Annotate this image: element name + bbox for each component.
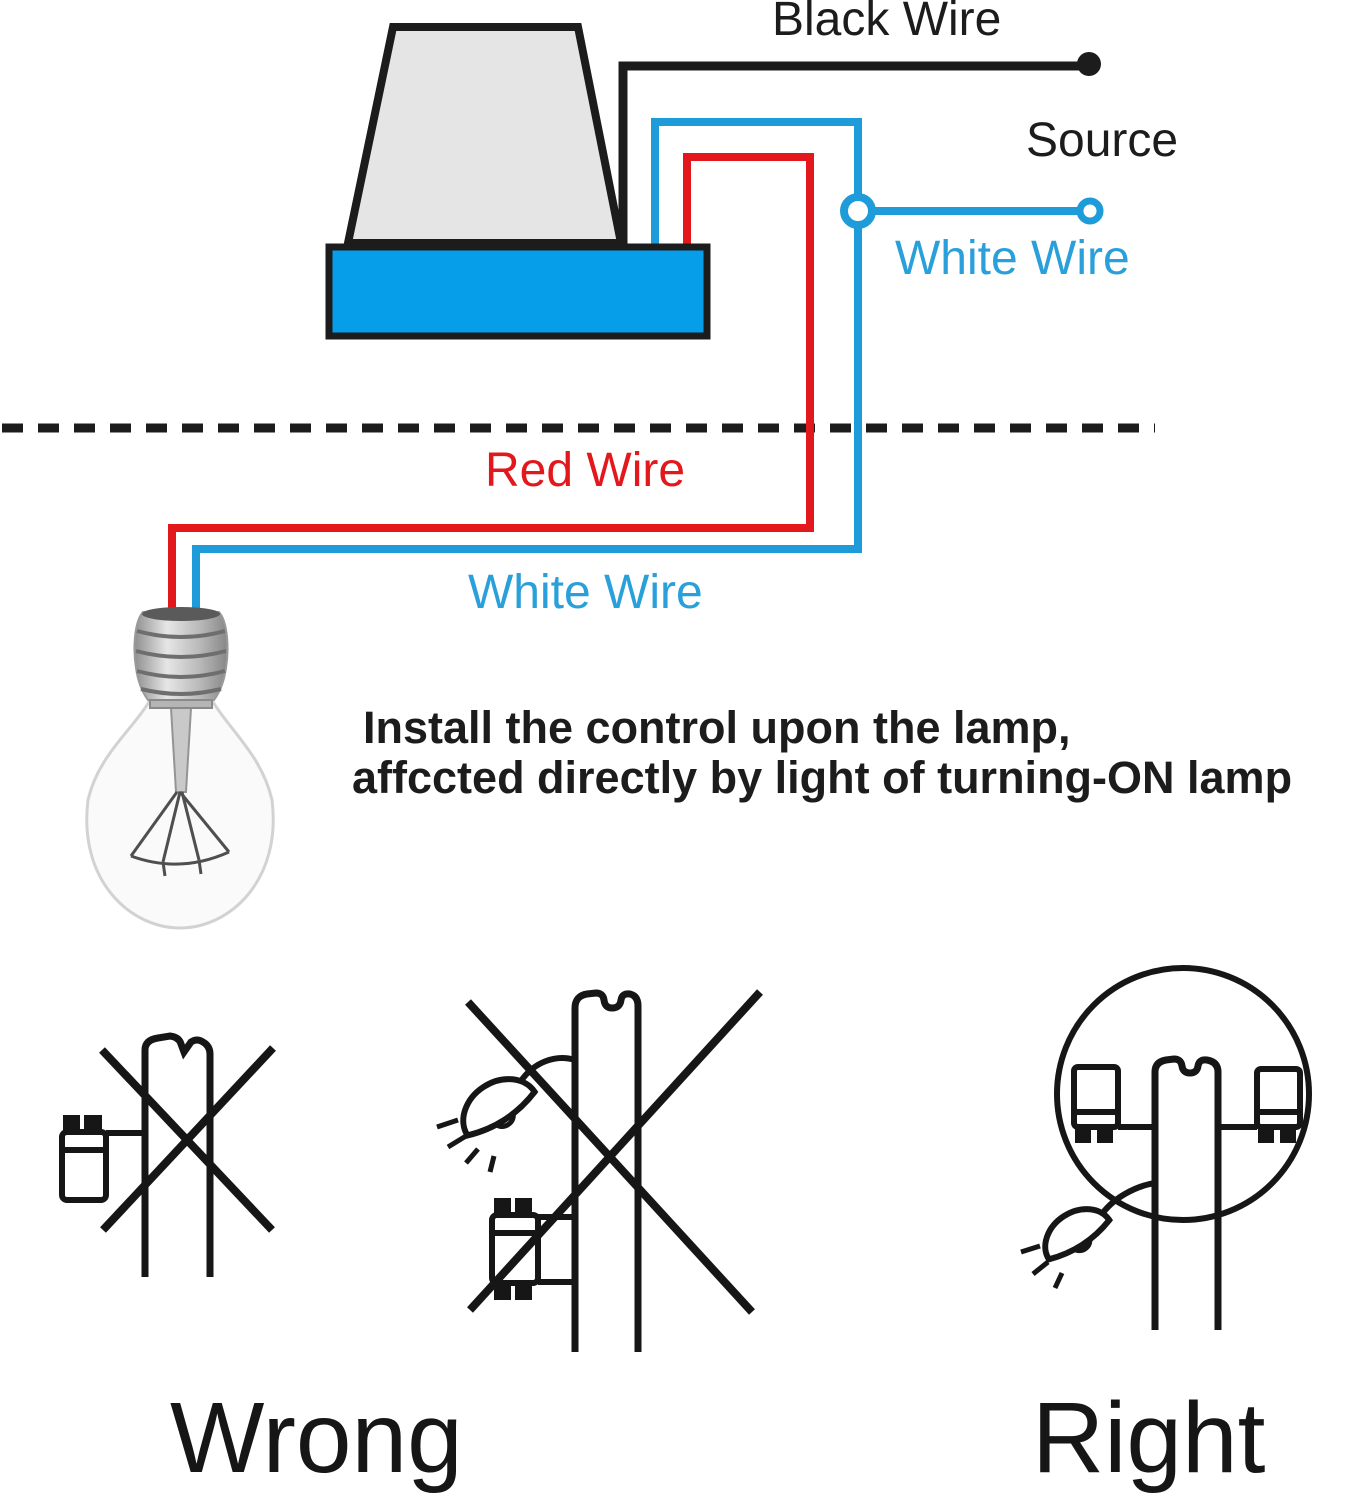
control-box-icon xyxy=(1071,1064,1155,1143)
white-wire-line xyxy=(192,118,1104,614)
photocell-sensor-icon xyxy=(325,23,711,340)
red-wire-label: Red Wire xyxy=(485,444,686,497)
wrong-label: Wrong xyxy=(170,1382,463,1494)
lamp-arm xyxy=(518,1055,576,1083)
installation-note-line2: affccted directly by light of turning-ON… xyxy=(352,752,1293,803)
source-terminal-ring xyxy=(1076,197,1104,225)
pole-icon xyxy=(1151,1055,1222,1330)
lamp-head-icon xyxy=(460,1076,539,1139)
pole-icon xyxy=(571,989,642,1352)
bulb-filament xyxy=(129,791,231,877)
bulb-cap-top xyxy=(142,607,220,621)
approved-circle-icon xyxy=(1054,965,1312,1223)
source-terminal-dot xyxy=(1077,52,1101,76)
cross-mark-icon xyxy=(465,989,763,1315)
lamp-head-icon xyxy=(1042,1206,1113,1263)
red-wire-line xyxy=(168,153,814,614)
control-box-icon xyxy=(1218,1066,1303,1143)
sensor-base xyxy=(325,243,711,340)
black-wire-label: Black Wire xyxy=(772,0,1002,46)
white-wire-lamp-label: White Wire xyxy=(468,566,703,619)
control-box-icon xyxy=(489,1198,575,1300)
control-box-icon xyxy=(59,1115,145,1203)
wrong-pole-below-lamp xyxy=(436,989,763,1352)
bulb-cap-threads xyxy=(135,629,227,696)
right-pole-above-lamp xyxy=(1020,965,1312,1330)
light-bulb-icon xyxy=(85,607,275,930)
light-rays xyxy=(436,1117,497,1173)
installation-note-line1: Install the control upon the lamp, xyxy=(363,702,1071,753)
installation-note: Install the control upon the lamp, affcc… xyxy=(352,703,1292,803)
wire-junction-ring xyxy=(840,193,876,229)
right-label: Right xyxy=(1032,1382,1266,1494)
bulb-glass xyxy=(85,700,275,930)
black-wire-line xyxy=(618,52,1101,250)
wrong-pole-low-mount xyxy=(59,1032,276,1277)
cross-mark-icon xyxy=(99,1045,276,1233)
pole-icon xyxy=(141,1032,214,1277)
source-label: Source xyxy=(1026,114,1179,167)
sensor-body xyxy=(343,23,626,247)
bulb-collar xyxy=(149,699,213,709)
light-rays xyxy=(1020,1243,1065,1290)
white-wire-source-label: White Wire xyxy=(895,232,1130,285)
